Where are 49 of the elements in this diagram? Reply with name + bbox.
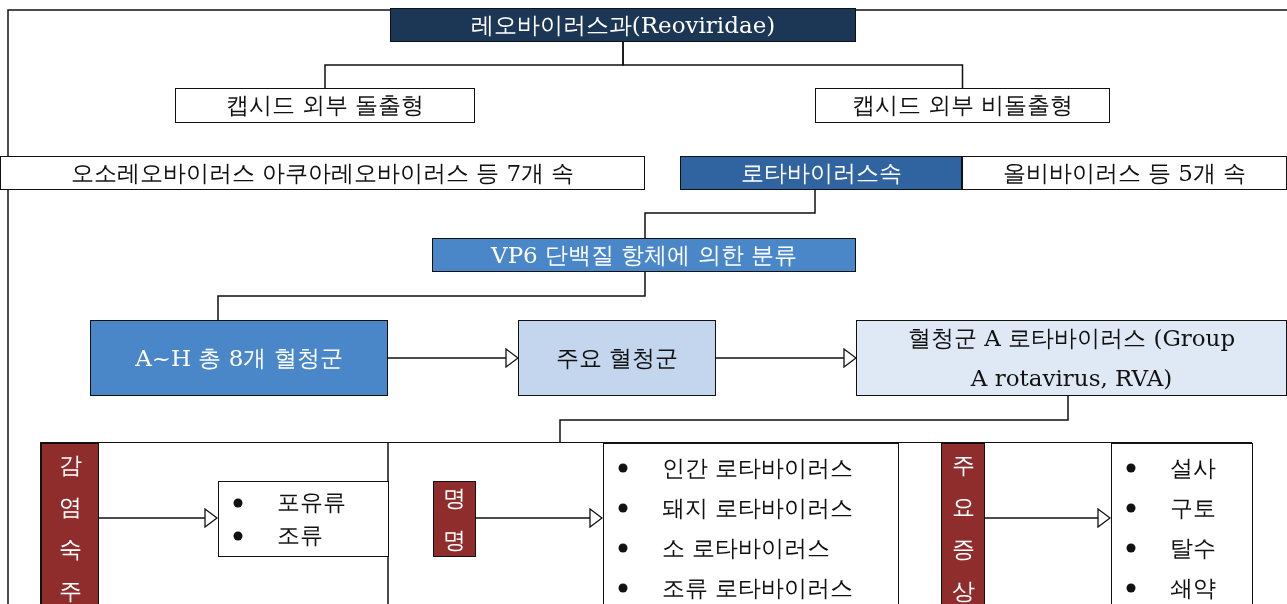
node-text: 주요 혈청군 (555, 343, 679, 373)
list-text: 돼지 로타바이러스 (662, 494, 854, 521)
table-box (40, 442, 1252, 604)
arrow (387, 348, 519, 368)
genus-box (0, 156, 645, 190)
list-text: 소 로타바이러스 (662, 534, 831, 561)
list-text: 쇄약 (1170, 574, 1216, 601)
list-text: 설사 (1170, 454, 1216, 481)
list-text: 조류 로타바이러스 (662, 574, 854, 601)
list-text: 구토 (1170, 494, 1216, 521)
list-cell (603, 443, 899, 604)
arrow (474, 508, 603, 528)
list-text: 조류 (277, 522, 323, 548)
node-text: 오소레오바이러스 아쿠아레오바이러스 등 7개 속 (70, 158, 575, 188)
list-cell (1111, 443, 1253, 604)
node-text: 주요증상 (950, 451, 976, 604)
serogroup-box (518, 320, 716, 396)
side-label (433, 481, 476, 557)
title-box (390, 8, 856, 42)
list-text: 포유류 (277, 489, 346, 515)
node-text: 로타바이러스속 (740, 158, 902, 188)
genus-box (680, 156, 962, 190)
node-text: VP6 단백질 항체에 의한 분류 (491, 240, 797, 270)
list-text: 인간 로타바이러스 (662, 454, 854, 481)
connector-line (622, 41, 964, 89)
node-text: 명명 (442, 484, 467, 555)
category-box (815, 88, 1110, 123)
list-text: 탈수 (1170, 534, 1216, 561)
node-text: 감염숙주 (57, 451, 83, 604)
connector-line (559, 395, 1069, 443)
node-text: 레오바이러스과(Reoviridae) (470, 10, 776, 40)
genus-box (962, 156, 1287, 190)
node-text: 캡시드 외부 돌출형 (225, 91, 425, 120)
node-text: 캡시드 외부 비돌출형 (851, 91, 1074, 120)
arrow (97, 508, 218, 528)
classification-box (432, 238, 856, 272)
serogroup-box (90, 320, 388, 396)
node-text: A~H 총 8개 혈청군 (135, 343, 343, 373)
serogroup-box (856, 320, 1287, 396)
list-box (218, 481, 389, 557)
node-text: 올비바이러스 등 5개 속 (1002, 158, 1247, 188)
side-label (41, 443, 99, 604)
node-text: 혈청군 A 로타바이러스 (Group A rotavirus, RVA) (906, 324, 1237, 393)
side-label (941, 443, 985, 604)
connector-line (644, 189, 816, 239)
arrow (983, 508, 1111, 528)
category-box (175, 88, 475, 123)
arrow (715, 348, 857, 368)
connector-line (217, 271, 646, 321)
